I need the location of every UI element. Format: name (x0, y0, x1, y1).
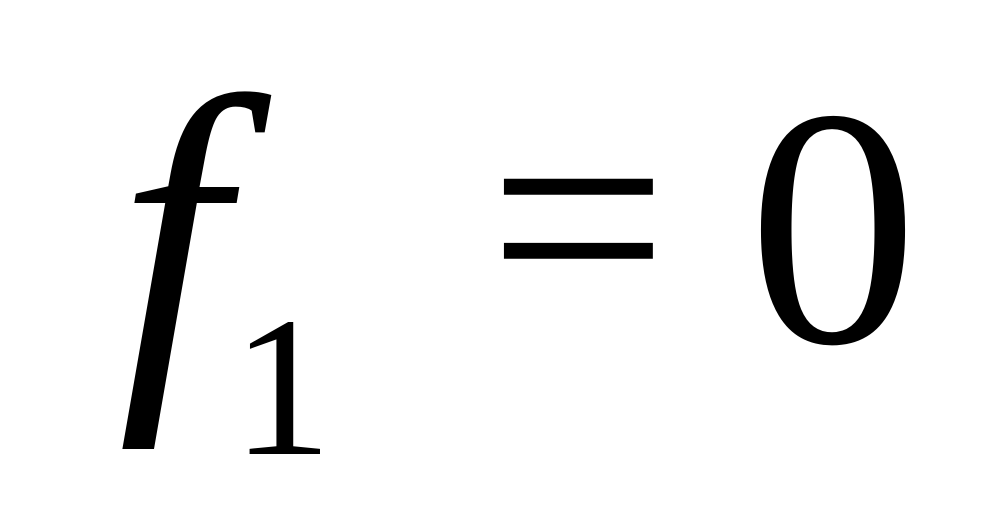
equals-sign: = (488, 41, 669, 395)
equation-subscript: 1 (232, 277, 332, 498)
equation-variable: f (118, 19, 227, 451)
equation-value: 0 (748, 39, 918, 416)
